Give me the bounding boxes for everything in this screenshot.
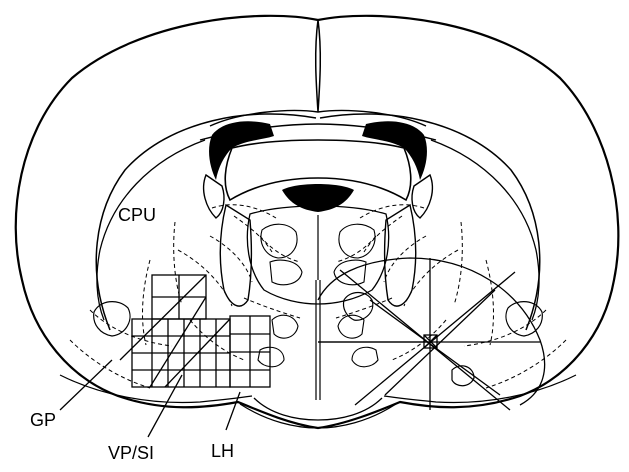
- ventral-contour-left: [60, 375, 252, 403]
- external-capsule-right: [431, 140, 539, 320]
- lh-pointer: [226, 392, 240, 430]
- label-gp: GP: [30, 410, 56, 430]
- hypothalamic-nuclei-left: [258, 315, 298, 367]
- internal-capsule-right: [385, 205, 416, 306]
- third-ventricle-dorsal: [282, 184, 354, 212]
- dashed-nuclei-right: [336, 205, 458, 318]
- dashed-striatum-left: [143, 222, 244, 360]
- lateral-ventricle-right: [362, 121, 427, 180]
- hypothalamic-nuclei-right: [338, 315, 378, 367]
- gp-pointer: [60, 360, 112, 410]
- fimbria-left: [204, 175, 224, 218]
- label-lh: LH: [211, 441, 234, 461]
- fimbria-right: [412, 175, 432, 218]
- external-capsule-left: [97, 140, 205, 320]
- label-cpu: CPU: [118, 205, 156, 225]
- lateral-ventricle-left: [209, 121, 274, 180]
- dashed-ventral-right: [464, 310, 566, 388]
- sampling-grid-left: [120, 275, 270, 387]
- internal-capsule-left: [220, 205, 251, 306]
- midline-fissure: [316, 20, 321, 112]
- third-ventricle-midline: [316, 215, 320, 400]
- label-vp-si: VP/SI: [108, 443, 154, 463]
- blob-right-lower: [452, 366, 474, 386]
- dashed-nuclei-left: [178, 205, 300, 318]
- ventral-contour-right: [384, 375, 576, 403]
